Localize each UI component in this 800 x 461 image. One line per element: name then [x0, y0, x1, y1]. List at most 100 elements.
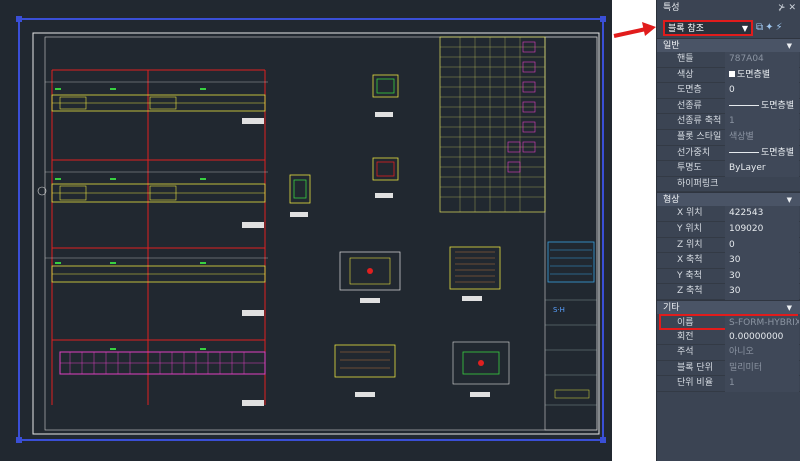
section-label: 기타	[663, 302, 680, 313]
property-value-text: 밀리미터	[729, 362, 763, 373]
property-key: 선종류 축척	[677, 116, 722, 127]
property-key: Y 위치	[677, 223, 702, 234]
property-key: 핸들	[677, 54, 694, 64]
section-header-geometry[interactable]: 형상▼	[657, 192, 800, 207]
property-value[interactable]: 109020	[725, 221, 799, 238]
title-block-cyan-box	[547, 241, 595, 283]
chevron-down-icon: ▼	[741, 24, 748, 33]
property-key: 선종류	[677, 100, 702, 111]
color-swatch-icon	[729, 71, 735, 78]
property-key: 주석	[677, 347, 694, 358]
property-value[interactable]: 30	[725, 284, 799, 300]
grip-bottom-right[interactable]	[600, 437, 606, 443]
section-header-misc[interactable]: 기타 ▼	[657, 299, 800, 314]
property-key: 색상	[677, 69, 694, 80]
property-row[interactable]: Y 축척 30	[657, 268, 800, 285]
property-value[interactable]: 밀리미터	[725, 360, 799, 377]
property-row[interactable]: X 위치 422543	[657, 206, 800, 222]
collapse-chevron-icon[interactable]: ▼	[786, 303, 792, 312]
property-value[interactable]: 도면층별	[725, 67, 799, 84]
grip-bottom-left[interactable]	[16, 437, 22, 443]
property-key: Y 축척	[677, 270, 702, 281]
property-value-text: 도면층별	[761, 100, 795, 111]
property-value[interactable]: 1	[725, 376, 799, 392]
property-value-text: 아니오	[729, 347, 754, 358]
property-row[interactable]: 하이퍼링크	[657, 177, 800, 193]
property-key: 단위 비율	[677, 378, 713, 389]
property-key: Z 위치	[677, 239, 703, 250]
property-value-text: 30	[729, 255, 741, 266]
section-header-general[interactable]: 일반 ▼	[657, 38, 800, 52]
grip-top-left[interactable]	[16, 16, 22, 22]
property-value[interactable]: 422543	[725, 206, 799, 222]
property-value[interactable]: 도면층별	[725, 145, 799, 162]
property-key: 플롯 스타일	[677, 131, 722, 142]
collapse-chevron-icon[interactable]: ▼	[786, 196, 792, 205]
property-value-text: 0	[729, 85, 735, 96]
property-key: 회전	[677, 331, 694, 342]
property-value[interactable]: S-FORM-HYBRIX	[725, 315, 799, 332]
property-value-text: 1	[729, 116, 735, 127]
property-value-text: ByLayer	[729, 163, 766, 174]
property-row[interactable]: 색상 도면층별	[657, 67, 800, 84]
panel-close-icon[interactable]: ⊁ ✕	[778, 3, 796, 13]
property-value[interactable]: 30	[725, 253, 799, 269]
collapse-chevron-icon[interactable]: ▼	[786, 42, 792, 50]
property-key: Z 축척	[677, 286, 703, 297]
title-block	[544, 36, 598, 431]
panel-footer	[657, 421, 800, 461]
property-value-text: 109020	[729, 223, 764, 234]
section-label: 일반	[663, 41, 680, 51]
property-value[interactable]: 아니오	[725, 345, 799, 361]
selection-frame	[18, 18, 604, 441]
panel-title-bar[interactable]: 특성 ⊁ ✕	[657, 0, 800, 16]
property-value-text: 0.00000000	[729, 331, 784, 342]
property-value-text: 422543	[729, 208, 764, 219]
property-key: 도면층	[677, 85, 702, 96]
sheet-border-outer	[32, 32, 600, 435]
property-row[interactable]: 투명도 ByLayer	[657, 161, 800, 177]
property-value-text: 0	[729, 239, 735, 250]
property-value[interactable]: 30	[725, 268, 799, 285]
schedule-grid	[440, 37, 545, 212]
property-row[interactable]: 선종류 도면층별	[657, 98, 800, 115]
property-value[interactable]: 도면층별	[725, 98, 799, 115]
property-row[interactable]: 핸들 787A04	[657, 52, 800, 68]
property-key: X 위치	[677, 208, 703, 219]
property-value-text: S-FORM-HYBRIX	[729, 317, 799, 328]
property-value[interactable]: 787A04	[725, 52, 799, 68]
property-row[interactable]: Z 위치 0	[657, 237, 800, 254]
property-value-text: 도면층별	[761, 147, 795, 158]
property-value[interactable]: ByLayer	[725, 161, 799, 177]
property-value[interactable]: 0	[725, 237, 799, 254]
annotation-arrow-icon	[613, 22, 656, 38]
linetype-preview-icon	[729, 104, 759, 106]
footing-details	[334, 246, 510, 397]
cad-drawing-canvas[interactable]: S·H	[0, 0, 612, 461]
quick-select-icons[interactable]: ⧉✦⚡	[756, 22, 785, 33]
property-value[interactable]: 0.00000000	[725, 329, 799, 346]
property-row[interactable]: 도면층 0	[657, 83, 800, 99]
property-row[interactable]: 회전 0.00000000	[657, 329, 800, 346]
logo-mark: S·H	[553, 306, 565, 314]
property-row[interactable]: 단위 비율 1	[657, 376, 800, 392]
object-type-dropdown[interactable]: 블록 참조 ▼	[663, 20, 753, 36]
property-row[interactable]: Y 위치 109020	[657, 221, 800, 238]
property-row[interactable]: 선종류 축척 1	[657, 114, 800, 130]
object-type-value: 블록 참조	[668, 24, 704, 34]
property-row[interactable]: 주석 아니오	[657, 345, 800, 361]
property-key: 투명도	[677, 163, 702, 174]
property-value[interactable]: 0	[725, 83, 799, 99]
grip-top-right[interactable]	[600, 16, 606, 22]
property-value-text: 30	[729, 286, 741, 297]
panel-title: 특성	[663, 3, 680, 13]
property-value[interactable]: 색상별	[725, 129, 799, 146]
object-selector-row: 블록 참조 ▼ ⧉✦⚡	[657, 18, 800, 38]
property-row[interactable]: Z 축척 30	[657, 284, 800, 300]
property-value[interactable]: 1	[725, 114, 799, 130]
